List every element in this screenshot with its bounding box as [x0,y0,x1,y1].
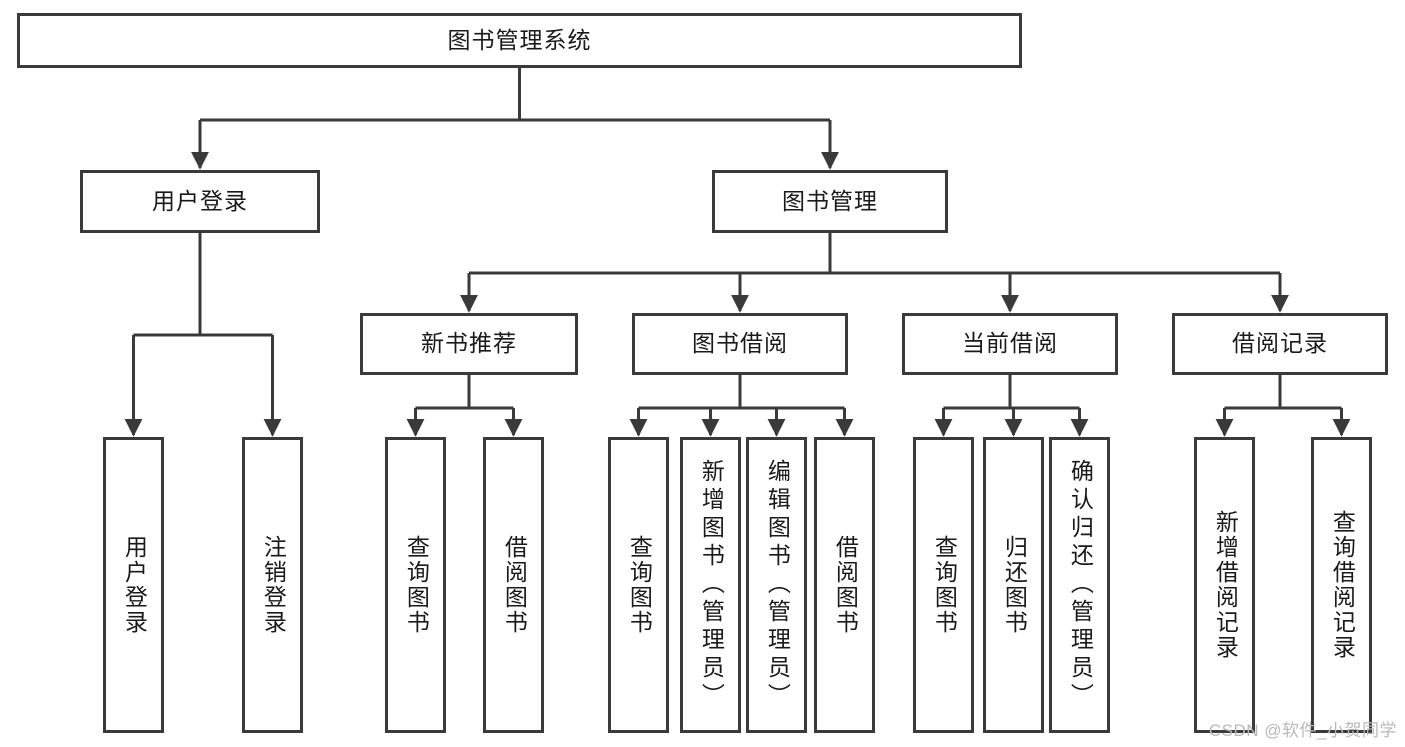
node-label: 新书推荐 [421,330,517,357]
node-leaf-borrow-3[interactable]: 编辑图书（管理员） [746,437,807,733]
node-login[interactable]: 用户登录 [80,170,320,233]
node-leaf-rec-1[interactable]: 新增借阅记录 [1194,437,1255,733]
node-label: 用户登录 [121,535,148,635]
node-label: 确认归还（管理员） [1067,459,1094,711]
node-leaf-login-2[interactable]: 注销登录 [242,437,303,733]
node-leaf-new-1[interactable]: 查询图书 [385,437,446,733]
node-label: 借阅图书 [832,535,859,635]
node-leaf-cur-3[interactable]: 确认归还（管理员） [1049,437,1110,733]
node-label: 新增图书（管理员） [698,459,725,711]
node-leaf-borrow-2[interactable]: 新增图书（管理员） [680,437,741,733]
node-leaf-rec-2[interactable]: 查询借阅记录 [1311,437,1372,733]
node-leaf-borrow-4[interactable]: 借阅图书 [814,437,875,733]
node-label: 查询借阅记录 [1329,510,1356,660]
node-label: 新增借阅记录 [1212,510,1239,660]
node-bookmgmt[interactable]: 图书管理 [712,170,948,233]
node-label: 用户登录 [152,187,248,214]
node-label: 当前借阅 [962,330,1058,357]
node-label: 图书管理 [782,187,878,214]
node-borrow[interactable]: 图书借阅 [632,313,848,375]
node-label: 查询图书 [626,535,653,635]
node-label: 借阅图书 [501,535,528,635]
node-newbook[interactable]: 新书推荐 [360,313,578,375]
node-leaf-cur-2[interactable]: 归还图书 [983,437,1044,733]
node-label: 查询图书 [403,535,430,635]
node-label: 注销登录 [260,535,287,635]
node-label: 编辑图书（管理员） [764,459,791,711]
node-leaf-new-2[interactable]: 借阅图书 [483,437,544,733]
node-records[interactable]: 借阅记录 [1172,313,1388,375]
node-current[interactable]: 当前借阅 [902,313,1118,375]
node-label: 借阅记录 [1232,330,1328,357]
node-leaf-login-1[interactable]: 用户登录 [103,437,164,733]
node-label: 归还图书 [1001,535,1028,635]
node-leaf-cur-1[interactable]: 查询图书 [913,437,974,733]
node-label: 图书管理系统 [447,26,592,53]
node-label: 图书借阅 [692,330,788,357]
node-label: 查询图书 [931,535,958,635]
watermark-text: CSDN @软件_小贺同学 [1208,721,1397,740]
node-leaf-borrow-1[interactable]: 查询图书 [608,437,669,733]
node-root[interactable]: 图书管理系统 [17,13,1022,68]
